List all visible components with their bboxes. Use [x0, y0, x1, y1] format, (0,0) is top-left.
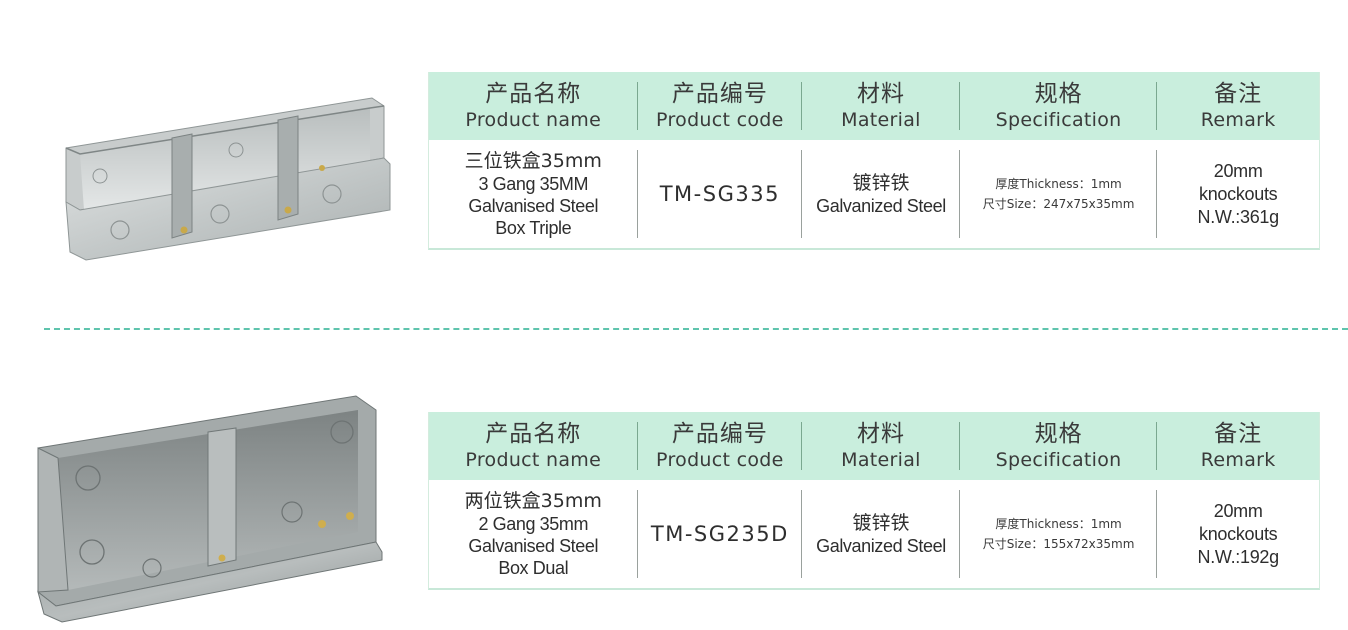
material-zh: 镀锌铁 — [852, 511, 910, 534]
product-name-en-line: Box Dual — [498, 557, 569, 578]
product-image-triple-box — [60, 92, 398, 264]
header-name-en: Product name — [465, 449, 602, 471]
remark-line: 20mm — [1213, 500, 1263, 521]
header-name-en: Product name — [465, 109, 602, 131]
header-material: 材料 Material — [802, 72, 960, 140]
header-remark: 备注 Remark — [1157, 72, 1319, 140]
header-code-zh: 产品编号 — [671, 81, 768, 107]
spec-size: 尺寸Size：247x75x35mm — [982, 197, 1135, 211]
material-zh: 镀锌铁 — [852, 171, 910, 194]
material-cell: 镀锌铁 Galvanized Steel — [802, 140, 960, 248]
spec-table-product-1: 产品名称 Product name 产品编号 Product code 材料 M… — [428, 72, 1320, 250]
header-material-zh: 材料 — [856, 81, 905, 107]
specification-cell: 厚度Thickness：1mm 尺寸Size：247x75x35mm — [960, 140, 1158, 248]
header-name-zh: 产品名称 — [485, 81, 582, 107]
remark-line: knockouts — [1199, 523, 1278, 544]
header-remark: 备注 Remark — [1157, 412, 1319, 480]
header-remark-zh: 备注 — [1214, 81, 1263, 107]
product-image-dual-box — [32, 392, 388, 624]
header-spec-en: Specification — [995, 449, 1122, 471]
header-spec-zh: 规格 — [1034, 421, 1083, 447]
product-name-en-line: 2 Gang 35mm — [478, 513, 589, 534]
remark-cell: 20mm knockouts N.W.:192g — [1157, 480, 1319, 588]
product-name-cell: 三位铁盒35mm 3 Gang 35MM Galvanised Steel Bo… — [429, 140, 638, 248]
spec-thickness: 厚度Thickness：1mm — [995, 517, 1122, 531]
header-spec-en: Specification — [995, 109, 1122, 131]
material-en: Galvanized Steel — [816, 535, 946, 556]
header-product-name: 产品名称 Product name — [429, 72, 638, 140]
header-remark-en: Remark — [1200, 449, 1276, 471]
remark-line: 20mm — [1213, 160, 1263, 181]
header-remark-en: Remark — [1200, 109, 1276, 131]
product-name-cell: 两位铁盒35mm 2 Gang 35mm Galvanised Steel Bo… — [429, 480, 638, 588]
section-divider — [44, 328, 1348, 330]
header-spec-zh: 规格 — [1034, 81, 1083, 107]
specification-cell: 厚度Thickness：1mm 尺寸Size：155x72x35mm — [960, 480, 1158, 588]
header-code-zh: 产品编号 — [671, 421, 768, 447]
header-specification: 规格 Specification — [960, 412, 1158, 480]
header-specification: 规格 Specification — [960, 72, 1158, 140]
header-name-zh: 产品名称 — [485, 421, 582, 447]
header-material-zh: 材料 — [856, 421, 905, 447]
header-product-code: 产品编号 Product code — [638, 412, 803, 480]
table-row: 两位铁盒35mm 2 Gang 35mm Galvanised Steel Bo… — [429, 480, 1319, 588]
product-name-en-line: Galvanised Steel — [468, 535, 599, 556]
remark-line: N.W.:361g — [1197, 206, 1280, 227]
header-product-code: 产品编号 Product code — [638, 72, 803, 140]
table-row: 三位铁盒35mm 3 Gang 35MM Galvanised Steel Bo… — [429, 140, 1319, 248]
spec-thickness: 厚度Thickness：1mm — [995, 177, 1122, 191]
product-code-cell: TM-SG335 — [638, 140, 803, 248]
dual-gang-steel-box-icon — [37, 395, 383, 623]
product-name-en-line: Box Triple — [495, 217, 572, 238]
product-name-en-line: Galvanised Steel — [468, 195, 599, 216]
spec-size: 尺寸Size：155x72x35mm — [982, 537, 1135, 551]
triple-gang-steel-box-icon — [65, 97, 391, 261]
header-material-en: Material — [841, 449, 921, 471]
header-code-en: Product code — [656, 449, 784, 471]
header-material-en: Material — [841, 109, 921, 131]
product-name-zh: 两位铁盒35mm — [464, 489, 602, 512]
product-name-zh: 三位铁盒35mm — [464, 149, 602, 172]
material-en: Galvanized Steel — [816, 195, 946, 216]
header-code-en: Product code — [656, 109, 784, 131]
table-header-row: 产品名称 Product name 产品编号 Product code 材料 M… — [429, 72, 1319, 140]
remark-line: knockouts — [1199, 183, 1278, 204]
product-code: TM-SG335 — [659, 182, 780, 206]
product-code-cell: TM-SG235D — [638, 480, 803, 588]
product-code: TM-SG235D — [650, 522, 789, 546]
header-remark-zh: 备注 — [1214, 421, 1263, 447]
table-header-row: 产品名称 Product name 产品编号 Product code 材料 M… — [429, 412, 1319, 480]
material-cell: 镀锌铁 Galvanized Steel — [802, 480, 960, 588]
header-product-name: 产品名称 Product name — [429, 412, 638, 480]
spec-table-product-2: 产品名称 Product name 产品编号 Product code 材料 M… — [428, 412, 1320, 590]
header-material: 材料 Material — [802, 412, 960, 480]
remark-cell: 20mm knockouts N.W.:361g — [1157, 140, 1319, 248]
product-name-en-line: 3 Gang 35MM — [478, 173, 589, 194]
remark-line: N.W.:192g — [1197, 546, 1280, 567]
